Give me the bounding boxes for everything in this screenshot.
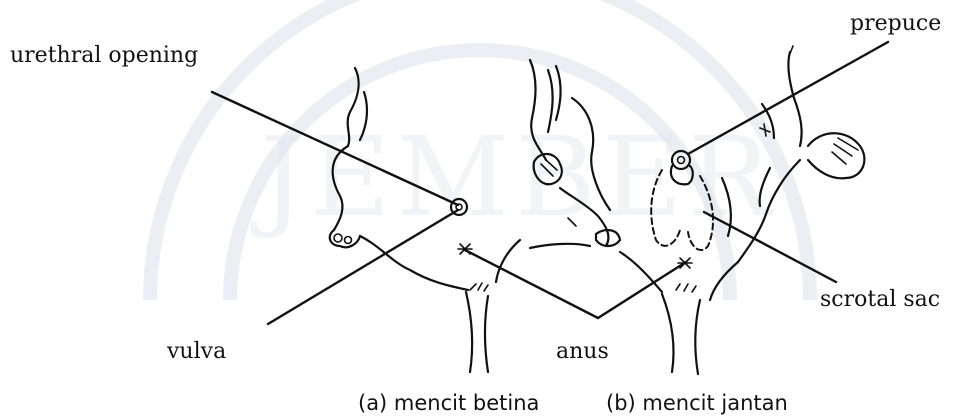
watermark-text: JEMBER bbox=[250, 113, 777, 241]
pointer-anus-left bbox=[465, 250, 598, 318]
label-scrotal-sac: scrotal sac bbox=[820, 287, 940, 312]
label-anus: anus bbox=[556, 339, 609, 364]
label-vulva: vulva bbox=[166, 339, 226, 364]
label-prepuce: prepuce bbox=[850, 11, 941, 36]
watermark-seal: JEMBER bbox=[150, 0, 810, 300]
caption-male: (b) mencit jantan bbox=[606, 391, 788, 415]
label-urethral-opening: urethral opening bbox=[10, 43, 198, 68]
caption-female: (a) mencit betina bbox=[358, 391, 539, 415]
